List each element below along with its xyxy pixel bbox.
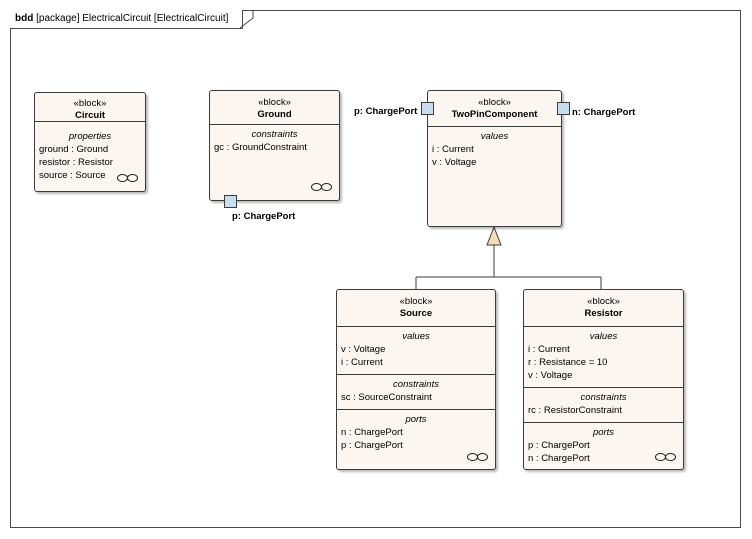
value-line: v : Voltage [341, 344, 386, 355]
compartment-title: constraints [580, 392, 627, 403]
values-compartment: values i : Current r : Resistance = 10 v… [524, 326, 683, 387]
port-line: p : ChargePort [341, 440, 403, 451]
stereotype: «block» [399, 296, 433, 307]
ports-compartment: ports p : ChargePort n : ChargePort [524, 422, 683, 469]
constraint-line: rc : ResistorConstraint [528, 405, 622, 416]
constraints-compartment: constraints sc : SourceConstraint [337, 374, 495, 409]
compartment-title: values [480, 131, 509, 142]
generalization-arrowhead [486, 225, 502, 246]
constraints-compartment: constraints rc : ResistorConstraint [524, 387, 683, 422]
port-line: n : ChargePort [528, 453, 590, 464]
compartment-title: ports [592, 427, 615, 438]
property-line: source : Source [39, 170, 106, 181]
values-compartment: values v : Voltage i : Current [337, 326, 495, 374]
values-compartment: values i : Current v : Voltage [428, 126, 561, 171]
block-twopincomponent[interactable]: «block» TwoPinComponent values i : Curre… [427, 90, 562, 227]
port-line: p : ChargePort [528, 440, 590, 451]
block-name: Ground [257, 109, 292, 120]
frame-label: [package] ElectricalCircuit [ElectricalC… [36, 13, 229, 24]
frame-tab: bdd [package] ElectricalCircuit [Electri… [10, 10, 244, 29]
value-line: v : Voltage [528, 370, 573, 381]
twopin-port-n-label: n: ChargePort [572, 107, 636, 118]
block-name: Resistor [584, 308, 623, 319]
stereotype: «block» [258, 97, 291, 108]
frame-kind: bdd [15, 13, 34, 24]
value-line: i : Current [528, 344, 570, 355]
value-line: v : Voltage [432, 157, 477, 168]
properties-compartment: properties ground : Ground resistor : Re… [35, 121, 145, 189]
value-line: i : Current [432, 144, 474, 155]
block-ground[interactable]: «block» Ground constraints gc : GroundCo… [209, 90, 340, 201]
block-circuit[interactable]: «block» Circuit properties ground : Grou… [34, 92, 146, 192]
compartment-title: constraints [251, 129, 298, 140]
diagram-frame [10, 10, 741, 528]
twopin-port-n[interactable] [557, 102, 570, 115]
infinity-icon [655, 453, 676, 461]
block-name: Circuit [74, 110, 106, 121]
infinity-icon [311, 183, 332, 191]
block-source[interactable]: «block» Source values v : Voltage i : Cu… [336, 289, 496, 470]
infinity-icon [467, 453, 488, 461]
block-name: Source [399, 308, 433, 319]
value-line: i : Current [341, 357, 383, 368]
property-line: ground : Ground [39, 144, 109, 155]
compartment-title: ports [405, 414, 427, 425]
property-line: resistor : Resistor [39, 157, 113, 168]
constraint-line: sc : SourceConstraint [341, 392, 432, 403]
stereotype: «block» [73, 98, 107, 109]
constraint-line: gc : GroundConstraint [214, 142, 307, 153]
ground-port-p[interactable] [224, 195, 237, 208]
value-line: r : Resistance = 10 [528, 357, 608, 368]
compartment-title: values [589, 331, 618, 342]
infinity-icon [117, 174, 138, 182]
stereotype: «block» [587, 296, 620, 307]
stereotype: «block» [478, 97, 511, 108]
twopin-port-p-label: p: ChargePort [354, 106, 418, 117]
compartment-title: values [402, 331, 430, 342]
twopin-port-p[interactable] [421, 102, 434, 115]
frame-tab-corner [239, 10, 254, 29]
ground-port-label: p: ChargePort [232, 211, 296, 222]
block-resistor[interactable]: «block» Resistor values i : Current r : … [523, 289, 684, 470]
compartment-title: properties [68, 131, 112, 142]
port-line: n : ChargePort [341, 427, 403, 438]
constraints-compartment: constraints gc : GroundConstraint [210, 124, 339, 200]
compartment-title: constraints [393, 379, 439, 390]
block-name: TwoPinComponent [451, 109, 538, 120]
ports-compartment: ports n : ChargePort p : ChargePort [337, 409, 495, 469]
